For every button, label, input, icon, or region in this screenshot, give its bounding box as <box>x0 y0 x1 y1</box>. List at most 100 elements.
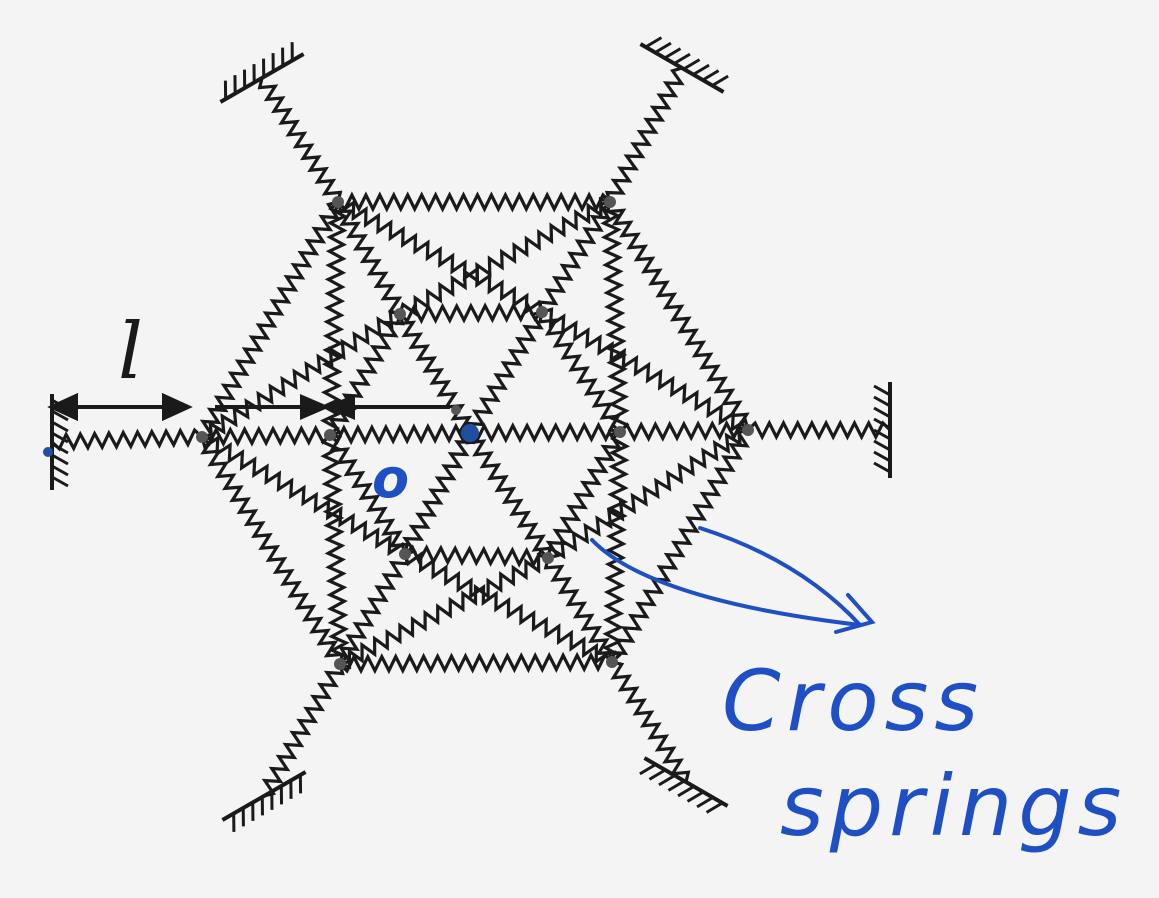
outer-node <box>604 196 616 208</box>
wall-hatch <box>692 63 710 76</box>
wall-hatch <box>242 69 247 89</box>
wall-anchor <box>50 394 69 490</box>
wall-anchors-layer <box>50 36 892 832</box>
cross-spring <box>546 425 749 560</box>
inner-rim-spring <box>403 544 550 569</box>
annotation-curve-upper <box>698 526 862 627</box>
wall-hatch <box>51 453 69 466</box>
wall-hatch <box>673 52 691 65</box>
inner-node <box>394 308 406 320</box>
arrowhead-left <box>47 392 78 422</box>
inner-radial-spring <box>395 313 473 435</box>
outer-node <box>742 424 754 436</box>
radial-spring <box>537 200 612 313</box>
cross-spring <box>319 200 349 437</box>
wall-line <box>219 52 305 104</box>
radial-spring <box>543 557 617 663</box>
inner-rim-spring <box>545 430 623 560</box>
wall-anchor <box>221 770 307 832</box>
wall-anchor <box>639 36 729 94</box>
inner-radial-spring <box>465 310 544 434</box>
wall-hatch <box>51 464 69 477</box>
nodes-layer <box>43 196 754 670</box>
wall-hatch <box>705 801 724 814</box>
wall-hatch <box>873 439 891 452</box>
wall-hatch <box>51 442 69 455</box>
inner-node <box>536 306 548 318</box>
center-node <box>461 424 479 442</box>
outer-rim-spring <box>605 201 750 432</box>
wall-hatch <box>663 47 682 60</box>
dimension-arrows <box>47 392 450 422</box>
anchor-spring <box>257 77 343 203</box>
inner-radial-spring <box>402 432 476 556</box>
dimension-node <box>451 405 461 415</box>
arrowhead-inner-left <box>324 393 355 421</box>
wall-hatch <box>289 780 293 799</box>
wall-hatch <box>654 41 672 54</box>
cross-spring <box>200 434 407 557</box>
wall-anchor <box>219 42 305 104</box>
anchor-spring <box>746 419 892 441</box>
outer-rim-spring <box>200 435 345 665</box>
annotation-arrowhead <box>834 593 876 634</box>
wall-hatch <box>696 796 714 809</box>
outer-rim-spring <box>199 200 341 439</box>
wall-hatch <box>702 69 720 82</box>
arrowhead-right <box>162 392 193 422</box>
wall-hatch <box>262 58 266 78</box>
outer-node <box>332 196 344 208</box>
wall-hatch <box>682 58 701 71</box>
wall-hatch <box>873 450 891 463</box>
cross-spring <box>336 199 544 315</box>
wall-hatch <box>290 42 294 61</box>
outer-node <box>334 658 346 670</box>
cross-spring <box>339 552 549 670</box>
wall-hatch <box>223 80 228 100</box>
inner-rim-spring <box>328 433 410 555</box>
wall-hatch <box>251 802 255 821</box>
outer-rim-spring <box>338 651 614 675</box>
wall-hatch <box>873 417 891 430</box>
wall-hatch <box>873 395 891 408</box>
wall-hatch <box>252 64 256 83</box>
wall-hatch <box>873 428 891 441</box>
wall-hatch <box>648 768 666 781</box>
annotation-curve <box>590 538 862 627</box>
cross-spring <box>541 307 750 433</box>
wall-hatch <box>51 475 69 488</box>
cross-springs-label-line1: Cross <box>722 652 984 750</box>
inner-node <box>542 552 554 564</box>
wall-hatch <box>639 763 657 776</box>
inner-node <box>614 426 626 438</box>
wall-line <box>643 756 729 808</box>
wall-anchor <box>639 756 729 814</box>
radial-spring <box>333 201 403 316</box>
cross-spring <box>403 551 614 665</box>
wall-anchor <box>873 382 892 478</box>
wall-line <box>639 42 725 94</box>
wall-hatch <box>281 47 285 67</box>
wall-hatch <box>241 807 245 827</box>
outer-node <box>196 431 208 443</box>
radial-spring <box>338 553 410 666</box>
wall-hatch <box>233 75 237 94</box>
anchor-spring <box>261 663 345 798</box>
cross-spring <box>398 196 611 317</box>
wall-hatch <box>51 431 69 444</box>
length-label: l <box>118 307 143 397</box>
inner-radial-spring <box>468 421 622 444</box>
wall-hatch <box>51 409 69 422</box>
inner-node <box>324 429 336 441</box>
inner-rim-spring <box>537 311 622 434</box>
wall-hatch <box>711 74 729 87</box>
outer-node <box>606 656 618 668</box>
anchor-spring <box>604 66 685 203</box>
outer-rim-spring <box>336 191 612 213</box>
outer-rim-spring <box>607 428 750 663</box>
inner-rim-spring <box>327 313 405 437</box>
wall-hatch <box>677 785 695 798</box>
wall-hatch <box>232 813 236 832</box>
wall-hatch <box>873 406 891 419</box>
anchor-point-left <box>43 447 53 457</box>
